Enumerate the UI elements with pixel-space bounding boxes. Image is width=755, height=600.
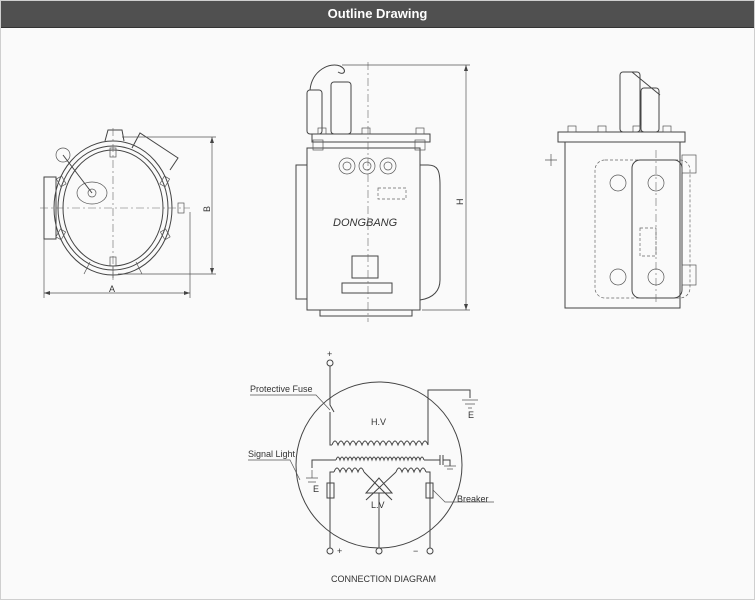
earth-top-label: E — [468, 410, 474, 420]
top-plus-terminal-label: + — [327, 349, 332, 359]
side-view — [545, 71, 697, 309]
dimension-b-label: B — [202, 206, 212, 212]
top-view: A B — [40, 128, 216, 298]
lv-label: L.V — [371, 500, 385, 510]
front-view: DONGBANG H — [295, 62, 470, 322]
bottom-minus-terminal-label: − — [413, 546, 418, 556]
panel-title: Outline Drawing — [1, 1, 754, 28]
signal-light-label: Signal Light — [248, 449, 296, 459]
dimension-a-label: A — [109, 284, 115, 294]
breaker-label: Breaker — [457, 494, 489, 504]
dimension-h-label: H — [455, 199, 465, 206]
connection-diagram: + Protective Fuse H.V E Signal Light E B… — [248, 349, 494, 584]
connection-diagram-title: CONNECTION DIAGRAM — [331, 574, 436, 584]
bottom-plus-terminal-label: + — [337, 546, 342, 556]
protective-fuse-label: Protective Fuse — [250, 384, 313, 394]
hv-label: H.V — [371, 417, 386, 427]
brand-label: DONGBANG — [333, 217, 398, 229]
earth-left-label: E — [313, 484, 319, 494]
